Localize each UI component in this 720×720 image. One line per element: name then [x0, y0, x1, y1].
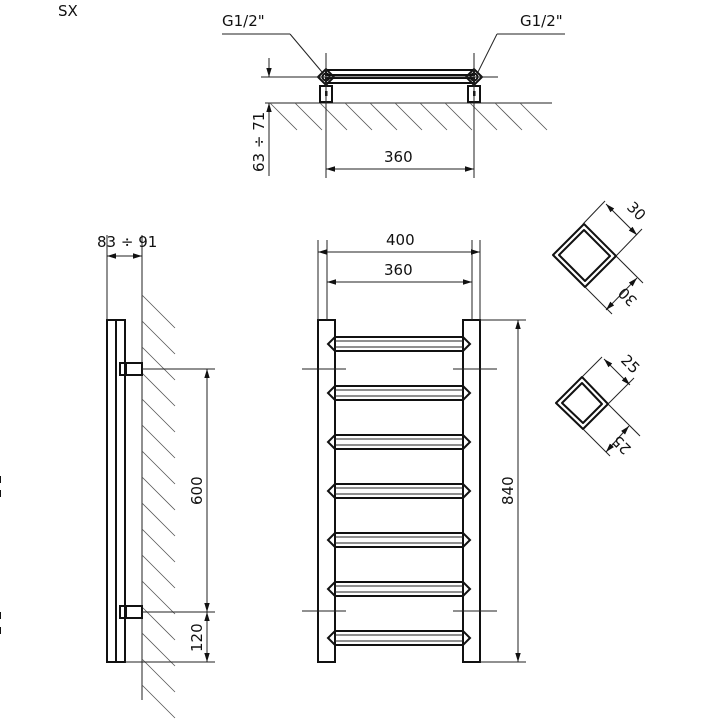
connection-spacing-label: 600	[188, 476, 206, 505]
front-view: 400 360 840	[302, 231, 526, 663]
side-wall-hatching	[141, 294, 176, 719]
towel-bar	[326, 434, 472, 450]
height-label: 840	[499, 476, 517, 505]
connection-label-right: G1/2"	[520, 12, 563, 30]
bracket-top	[119, 362, 143, 376]
towel-bar	[326, 532, 472, 548]
rail-profile: 30 30	[552, 198, 649, 315]
towel-bar	[326, 483, 472, 499]
bottom-offset-label: 120	[188, 623, 206, 652]
top-tube-lower	[325, 77, 475, 84]
bracket-bottom	[119, 605, 143, 619]
top-spacing-label: 360	[384, 148, 413, 166]
towel-bar	[326, 385, 472, 401]
wall-distance-label: 63 ÷ 71	[250, 112, 268, 172]
bar-profile-side-b: 25	[609, 432, 635, 458]
side-view: 83 ÷ 91 600 120	[97, 233, 215, 719]
front-spacing-label: 360	[384, 261, 413, 279]
depth-label: 83 ÷ 91	[97, 233, 157, 251]
top-view: G1/2" G1/2" 63 ÷ 71 360	[222, 12, 565, 178]
rail-profile-side-b: 30	[615, 284, 641, 310]
connection-label-left: G1/2"	[222, 12, 265, 30]
width-label: 400	[386, 231, 415, 249]
wall-hatching	[269, 102, 548, 131]
towel-bar	[326, 630, 472, 646]
bar-profile-side-a: 25	[617, 351, 643, 377]
towel-bar	[326, 581, 472, 597]
bar-profile: 25 25	[555, 351, 643, 458]
towel-bar	[326, 336, 472, 352]
rail-profile-side-a: 30	[623, 198, 649, 224]
model-title: SX	[58, 2, 78, 20]
top-tube	[325, 69, 475, 76]
